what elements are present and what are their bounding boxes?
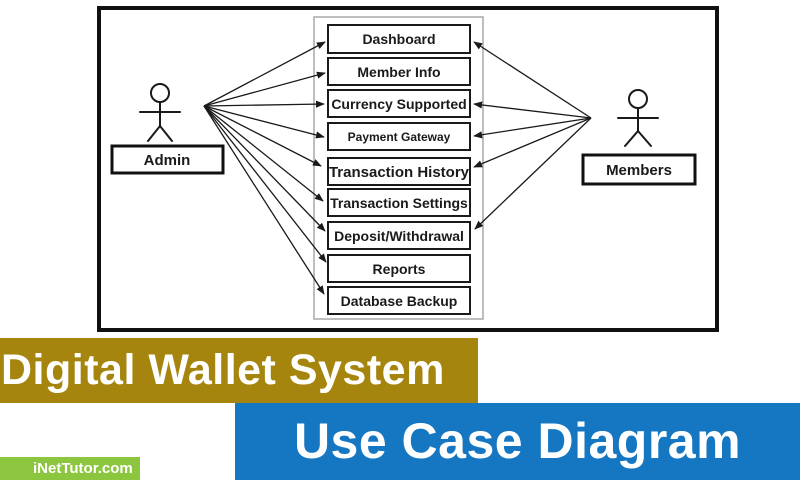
admin-arrow-transaction-settings [203,105,324,202]
members-stick-figure-icon [617,89,659,147]
admin-label-box [110,144,225,175]
usecase-box [327,221,471,250]
usecase-database-backup: Database Backup [327,286,471,315]
usecase-currency-supported: Currency Supported [327,89,471,118]
actor-admin: Admin [110,83,225,175]
usecase-transaction-settings: Transaction Settings [327,188,471,217]
admin-arrow-member-info [203,71,326,107]
admin-arrow-reports [203,105,327,263]
usecase-box [327,286,471,315]
admin-label: Admin [144,152,191,169]
members-arrow-transaction-history [473,117,592,168]
members-arrow-currency-supported [473,101,592,119]
use-case-diagram: Dashboard Member Info Currency Supported… [97,6,719,332]
admin-arrow-currency-supported [203,100,325,108]
usecase-box [327,122,471,151]
usecase-label: Member Info [357,64,440,80]
usecase-reports: Reports [327,254,471,283]
usecase-deposit-withdrawal: Deposit/Withdrawal [327,221,471,250]
members-arrow-dashboard [473,41,592,119]
admin-arrow-payment-gateway [203,105,325,139]
usecase-box [327,157,471,186]
admin-arrow-dashboard [203,41,326,107]
usecase-box [327,188,471,217]
admin-arrow-deposit-withdrawal [203,105,326,232]
admin-arrow-transaction-history [203,105,322,167]
admin-stick-figure-icon [139,83,181,142]
usecase-label: Dashboard [362,31,435,47]
usecase-transaction-history: Transaction History [327,157,471,186]
members-arrows [473,41,592,230]
usecase-label: Database Backup [341,293,458,309]
diagram-title: Use Case Diagram [293,413,742,469]
usecase-label: Deposit/Withdrawal [334,228,464,244]
diagram-title-banner: Use Case Diagram [235,403,800,480]
system-title-banner: Digital Wallet System [0,338,478,403]
usecase-label: Transaction History [329,164,470,181]
usecase-label: Transaction Settings [330,195,468,211]
usecase-box [327,254,471,283]
watermark-text: iNetTutor.com [33,460,133,477]
members-arrow-deposit-withdrawal [474,117,592,230]
usecase-label: Currency Supported [331,96,466,112]
members-label-box [581,153,697,186]
members-arrow-payment-gateway [473,117,592,139]
admin-arrow-database-backup [203,105,325,295]
usecase-box [327,89,471,118]
usecase-member-info: Member Info [327,57,471,86]
members-label: Members [606,162,672,179]
usecase-box [327,57,471,86]
usecase-label: Reports [373,261,426,277]
watermark-banner: iNetTutor.com [0,457,140,480]
usecase-box [327,24,471,54]
actor-members: Members [581,89,697,186]
usecase-label: Payment Gateway [348,130,451,144]
system-title: Digital Wallet System [1,346,445,394]
usecase-payment-gateway: Payment Gateway [327,122,471,151]
usecase-dashboard: Dashboard [327,24,471,54]
admin-arrows [203,41,327,295]
